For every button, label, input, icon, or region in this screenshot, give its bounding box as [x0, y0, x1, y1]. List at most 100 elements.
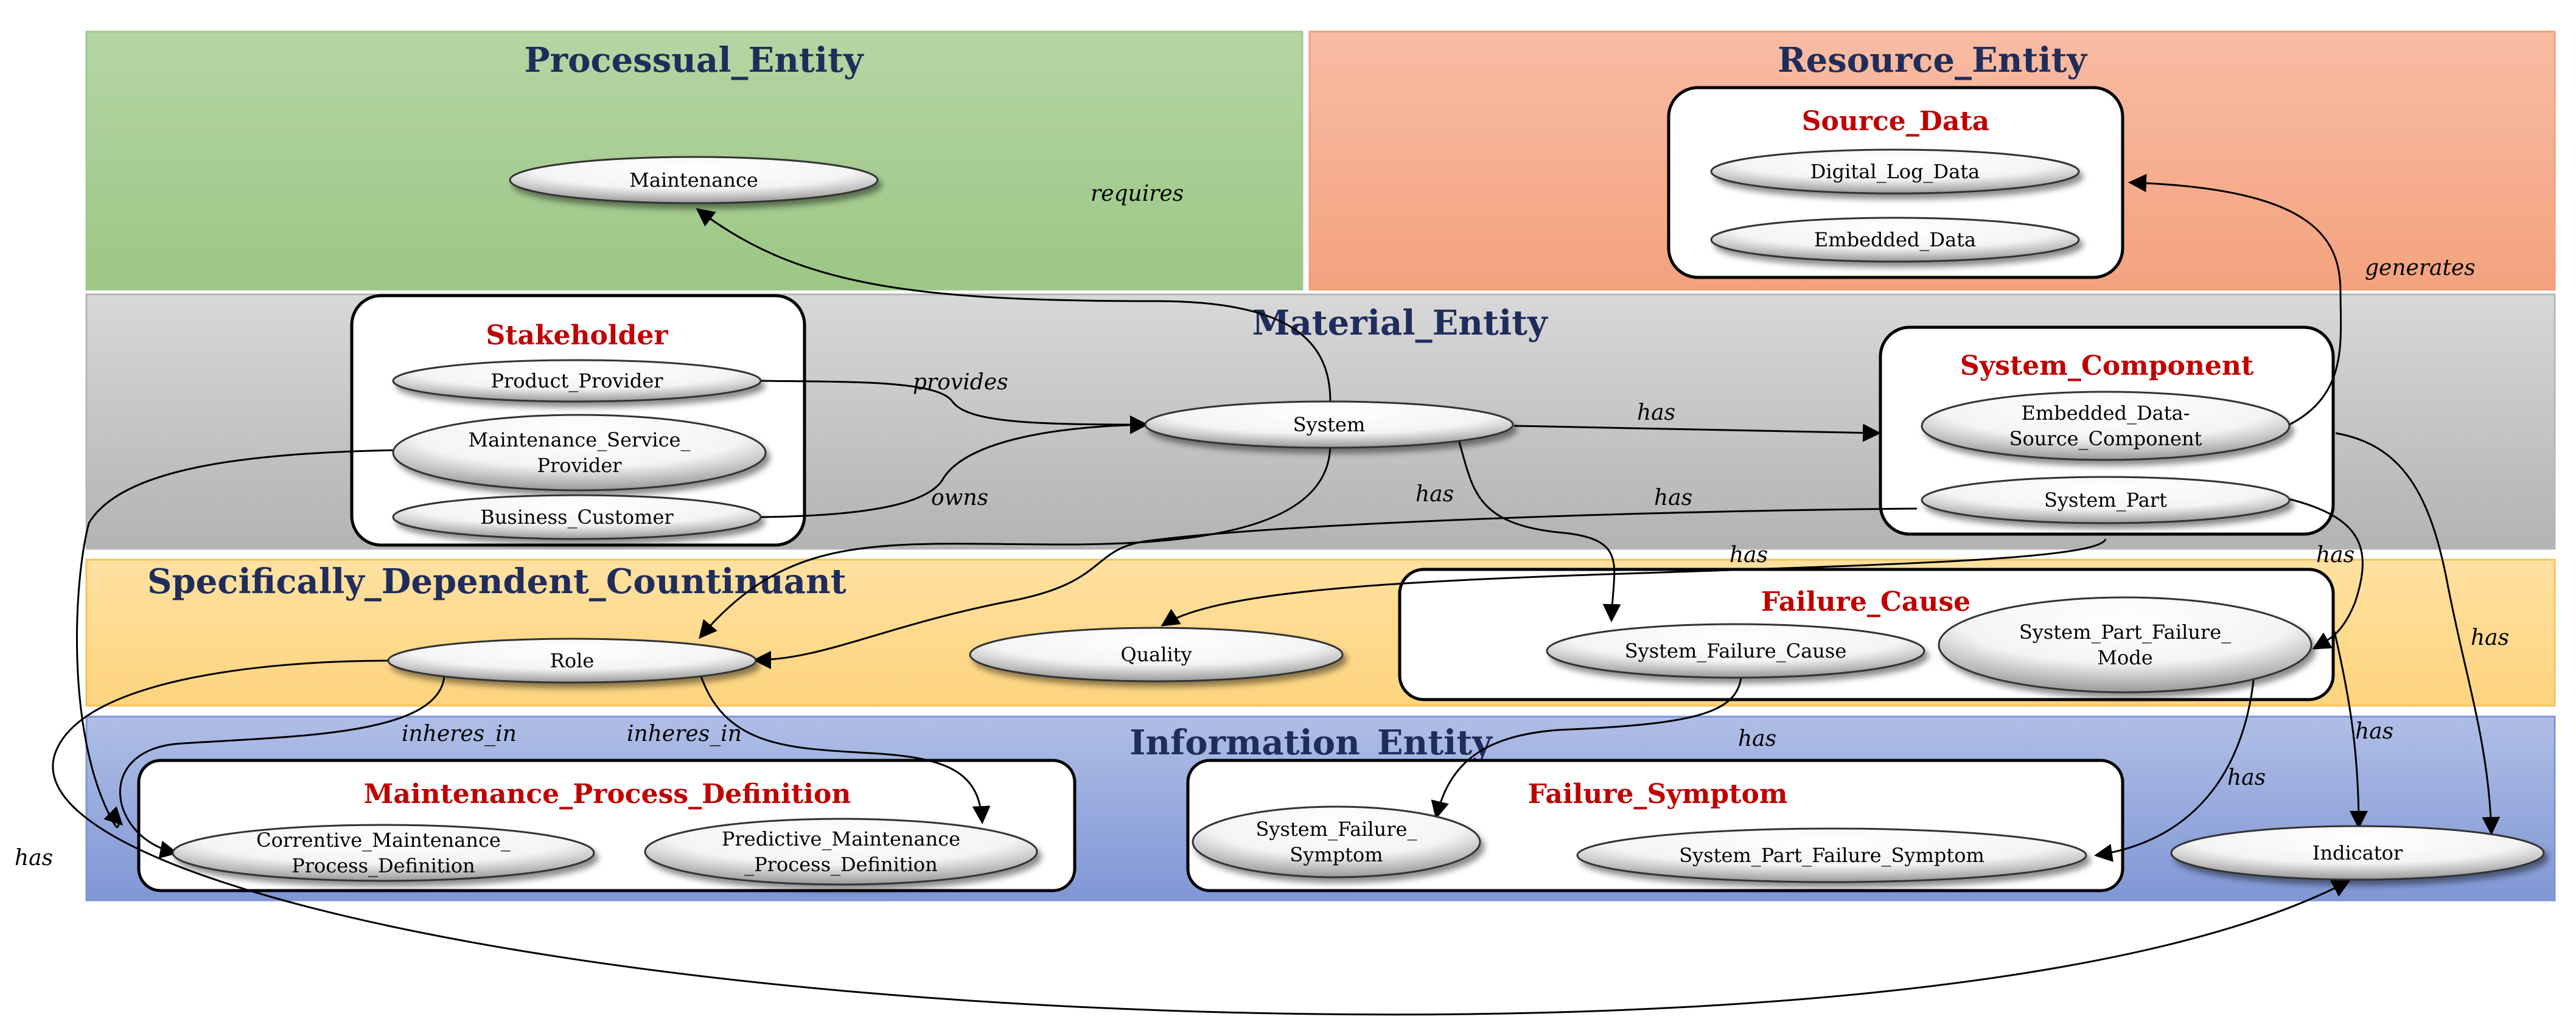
node-ellipse [392, 494, 762, 540]
node-ellipse [1144, 400, 1514, 449]
edge-part-has-role [753, 507, 1918, 669]
node-label: Role [550, 649, 595, 672]
node-ellipse [1938, 596, 2312, 694]
edge-label-role-has-indicator: has [15, 846, 53, 871]
edge-label-mode-has-symptom: has [2227, 765, 2266, 790]
node-system-failure-symptom: System_Failure_Symptom [1192, 805, 1481, 878]
edge-labels: requires generates provides owns has has… [15, 181, 2509, 871]
node-label: System_Failure_Cause [1625, 639, 1847, 662]
edge-label-owns: owns [931, 485, 988, 510]
box-title-stakeholder: Stakeholder [486, 320, 668, 351]
edge-label-part-has-quality: has [1730, 543, 1768, 568]
node-ellipse [1192, 805, 1481, 878]
edge-failure-mode-has-symptom [2094, 675, 2255, 862]
node-maintenance-service-provider: Maintenance_Service_ Provider [392, 414, 767, 492]
edge-label-part-has-role: has [1654, 485, 1692, 510]
band-title-sdc: Specifically_Dependent_Countinuant [147, 561, 846, 602]
node-label: Source_Component [2009, 427, 2202, 450]
edge-cause-has-symptom [1431, 669, 1743, 819]
edge-role-inheres-in-predictive [699, 672, 991, 824]
edge-failure-mode-has-indicator [2333, 631, 2368, 829]
node-embedded-data: Embedded_Data [1710, 217, 2080, 263]
node-system-failure-cause: System_Failure_Cause [1546, 623, 1925, 679]
edge-label-mode-has-indicator: has [2355, 719, 2393, 744]
node-ellipse [969, 627, 1344, 683]
node-label: Mode [2097, 646, 2152, 669]
node-label: Indicator [2312, 841, 2403, 864]
node-predictive-maintenance-process-definition: Predictive_Maintenance_Process_Definitio… [644, 818, 1038, 886]
edge-role-inheres-in-corrective [119, 676, 445, 859]
node-ellipse [392, 414, 767, 492]
edge-label-inheres-in-1: inheres_in [402, 721, 517, 746]
node-indicator: Indicator [2170, 825, 2545, 881]
box-title-system-component: System_Component [1960, 350, 2254, 381]
node-embedded-data-source-component: Embedded_Data-Source_Component [1921, 391, 2291, 461]
node-system-part: System_Part [1921, 476, 2291, 524]
node-ellipse [509, 156, 879, 204]
band-title-processual: Processual_Entity [525, 40, 864, 80]
node-label: Embedded_Data- [2022, 402, 2190, 425]
node-system-part-failure-symptom: System_Part_Failure_Symptom [1576, 827, 2087, 883]
edge-label-inheres-in-2: inheres_in [627, 721, 742, 746]
node-ellipse [1576, 827, 2087, 883]
edge-business-customer-owns-system [760, 415, 1148, 518]
node-label: Correntive_Maintenance_ [256, 829, 511, 852]
node-label: System_Part_Failure_ [2019, 621, 2231, 644]
edge-label-component-has-indicator: has [2471, 625, 2509, 650]
edge-label-system-has-failure-cause: has [1415, 482, 1454, 507]
node-label: Quality [1120, 643, 1192, 666]
edge-label-part-has-failure-mode: has [2316, 543, 2354, 568]
node-ellipse [1921, 476, 2291, 524]
band-title-information: Information_Entity [1129, 723, 1493, 763]
edge-system-has-component [1513, 423, 1881, 442]
node-business-customer: Business_Customer [392, 494, 762, 540]
node-label: System [1293, 413, 1366, 436]
edge-part-has-quality [1161, 538, 2107, 627]
node-maintenance: Maintenance [509, 156, 879, 204]
node-label: Symptom [1290, 843, 1383, 866]
node-label: Maintenance_Service_ [469, 428, 691, 451]
node-ellipse [1710, 148, 2080, 195]
node-ellipse [387, 638, 757, 684]
box-title-source-data: Source_Data [1802, 106, 1990, 137]
edge-system-has-role [699, 443, 1332, 639]
node-ellipse [172, 824, 595, 882]
node-corrective-maintenance-process-definition: Correntive_Maintenance_Process_Definitio… [172, 824, 595, 882]
node-ellipse [644, 818, 1038, 886]
edge-part-has-failure-mode [2288, 498, 2364, 650]
edge-label-provides: provides [913, 370, 1008, 395]
edge-label-system-has-component: has [1637, 400, 1675, 425]
node-label: System_Part [2044, 488, 2167, 512]
node-label: Provider [537, 454, 622, 477]
edge-system-requires-maintenance [696, 208, 1332, 402]
edge-role-has-indicator [52, 659, 2351, 1016]
node-label: Maintenance [629, 169, 758, 192]
node-label: System_Part_Failure_Symptom [1679, 844, 1984, 867]
node-ellipse [392, 359, 762, 403]
node-ellipse [2170, 825, 2545, 881]
node-label: Predictive_Maintenance [722, 827, 960, 850]
node-label: Product_Provider [490, 369, 663, 392]
edge-component-generates-source-data [2128, 173, 2342, 427]
node-label: Process_Definition [291, 854, 475, 877]
edge-component-has-indicator [2335, 432, 2501, 835]
node-role: Role [387, 638, 757, 684]
edge-label-requires: requires [1091, 181, 1184, 206]
band-title-resource: Resource_Entity [1778, 40, 2087, 80]
edge-service-provider-corrective [75, 449, 395, 829]
node-ellipse [1921, 391, 2291, 461]
edge-label-generates: generates [2365, 256, 2476, 280]
edge-product-provider-provides-system [760, 380, 1148, 434]
node-label: Business_Customer [480, 506, 674, 529]
edge-label-cause-has-symptom: has [1738, 726, 1776, 751]
edges [52, 173, 2501, 1016]
node-system: System [1144, 400, 1514, 449]
node-quality: Quality [969, 627, 1344, 683]
node-ellipse [1710, 217, 2080, 263]
node-label: Digital_Log_Data [1810, 160, 1980, 183]
box-title-failure-cause: Failure_Cause [1761, 586, 1970, 617]
node-label: Embedded_Data [1814, 228, 1976, 251]
band-title-material: Material_Entity [1252, 303, 1548, 343]
box-title-maintenance-process-definition: Maintenance_Process_Definition [364, 779, 851, 810]
edge-system-has-failure-cause [1457, 437, 1621, 622]
